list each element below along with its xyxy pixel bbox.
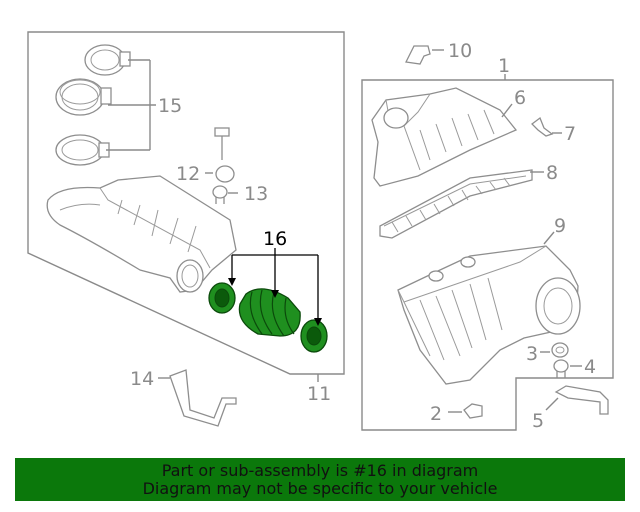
banner-line-1: Part or sub-assembly is #16 in diagram bbox=[161, 460, 479, 480]
label-10: 10 bbox=[448, 40, 472, 62]
label-4: 4 bbox=[584, 356, 596, 378]
fastener-part-13[interactable] bbox=[212, 185, 228, 204]
label-13: 13 bbox=[244, 183, 268, 205]
label-7: 7 bbox=[564, 123, 576, 145]
label-3: 3 bbox=[526, 343, 538, 365]
group-frame-1 bbox=[361, 79, 614, 431]
parts-diagram: 15 12 13 16 11 14 bbox=[27, 31, 614, 432]
label-11: 11 bbox=[307, 383, 331, 405]
label-12: 12 bbox=[176, 163, 200, 185]
cover-part-6[interactable] bbox=[371, 87, 518, 187]
leader-16-arrow-right bbox=[314, 318, 322, 326]
label-15: 15 bbox=[158, 95, 182, 117]
housing-part-9[interactable] bbox=[397, 245, 581, 385]
filter-part-8[interactable] bbox=[379, 169, 533, 239]
leader-9 bbox=[543, 231, 555, 245]
bracket-part-2[interactable] bbox=[463, 403, 483, 419]
label-2: 2 bbox=[430, 403, 442, 425]
clamp-part-15[interactable] bbox=[55, 44, 131, 166]
bracket-part-14[interactable] bbox=[169, 369, 237, 427]
bracket-part-5[interactable] bbox=[554, 385, 609, 415]
leader-16-arrow-mid bbox=[271, 290, 279, 298]
group-frame-11 bbox=[27, 31, 345, 375]
banner-line-2: Diagram may not be specific to your vehi… bbox=[142, 478, 498, 498]
sensor-part-10[interactable] bbox=[405, 45, 431, 65]
intake-resonator[interactable] bbox=[46, 175, 237, 293]
clip-part-7[interactable] bbox=[531, 116, 554, 137]
label-9: 9 bbox=[554, 215, 566, 237]
grommet-part-3[interactable] bbox=[551, 342, 569, 358]
leader-16-arrow-left bbox=[228, 278, 236, 286]
label-1: 1 bbox=[498, 55, 510, 77]
leader-5 bbox=[545, 397, 559, 411]
label-6: 6 bbox=[514, 87, 526, 109]
info-banner: Part or sub-assembly is #16 in diagram D… bbox=[15, 458, 625, 501]
fastener-part-4[interactable] bbox=[553, 359, 569, 378]
label-5: 5 bbox=[532, 410, 544, 432]
leader-15 bbox=[106, 59, 156, 151]
label-14: 14 bbox=[130, 368, 154, 390]
leader-16 bbox=[231, 248, 319, 320]
intake-hose-part-16[interactable] bbox=[208, 282, 328, 353]
label-16: 16 bbox=[263, 228, 287, 250]
label-8: 8 bbox=[546, 162, 558, 184]
grommet-part-12[interactable] bbox=[214, 127, 235, 183]
leader-6 bbox=[501, 103, 513, 118]
